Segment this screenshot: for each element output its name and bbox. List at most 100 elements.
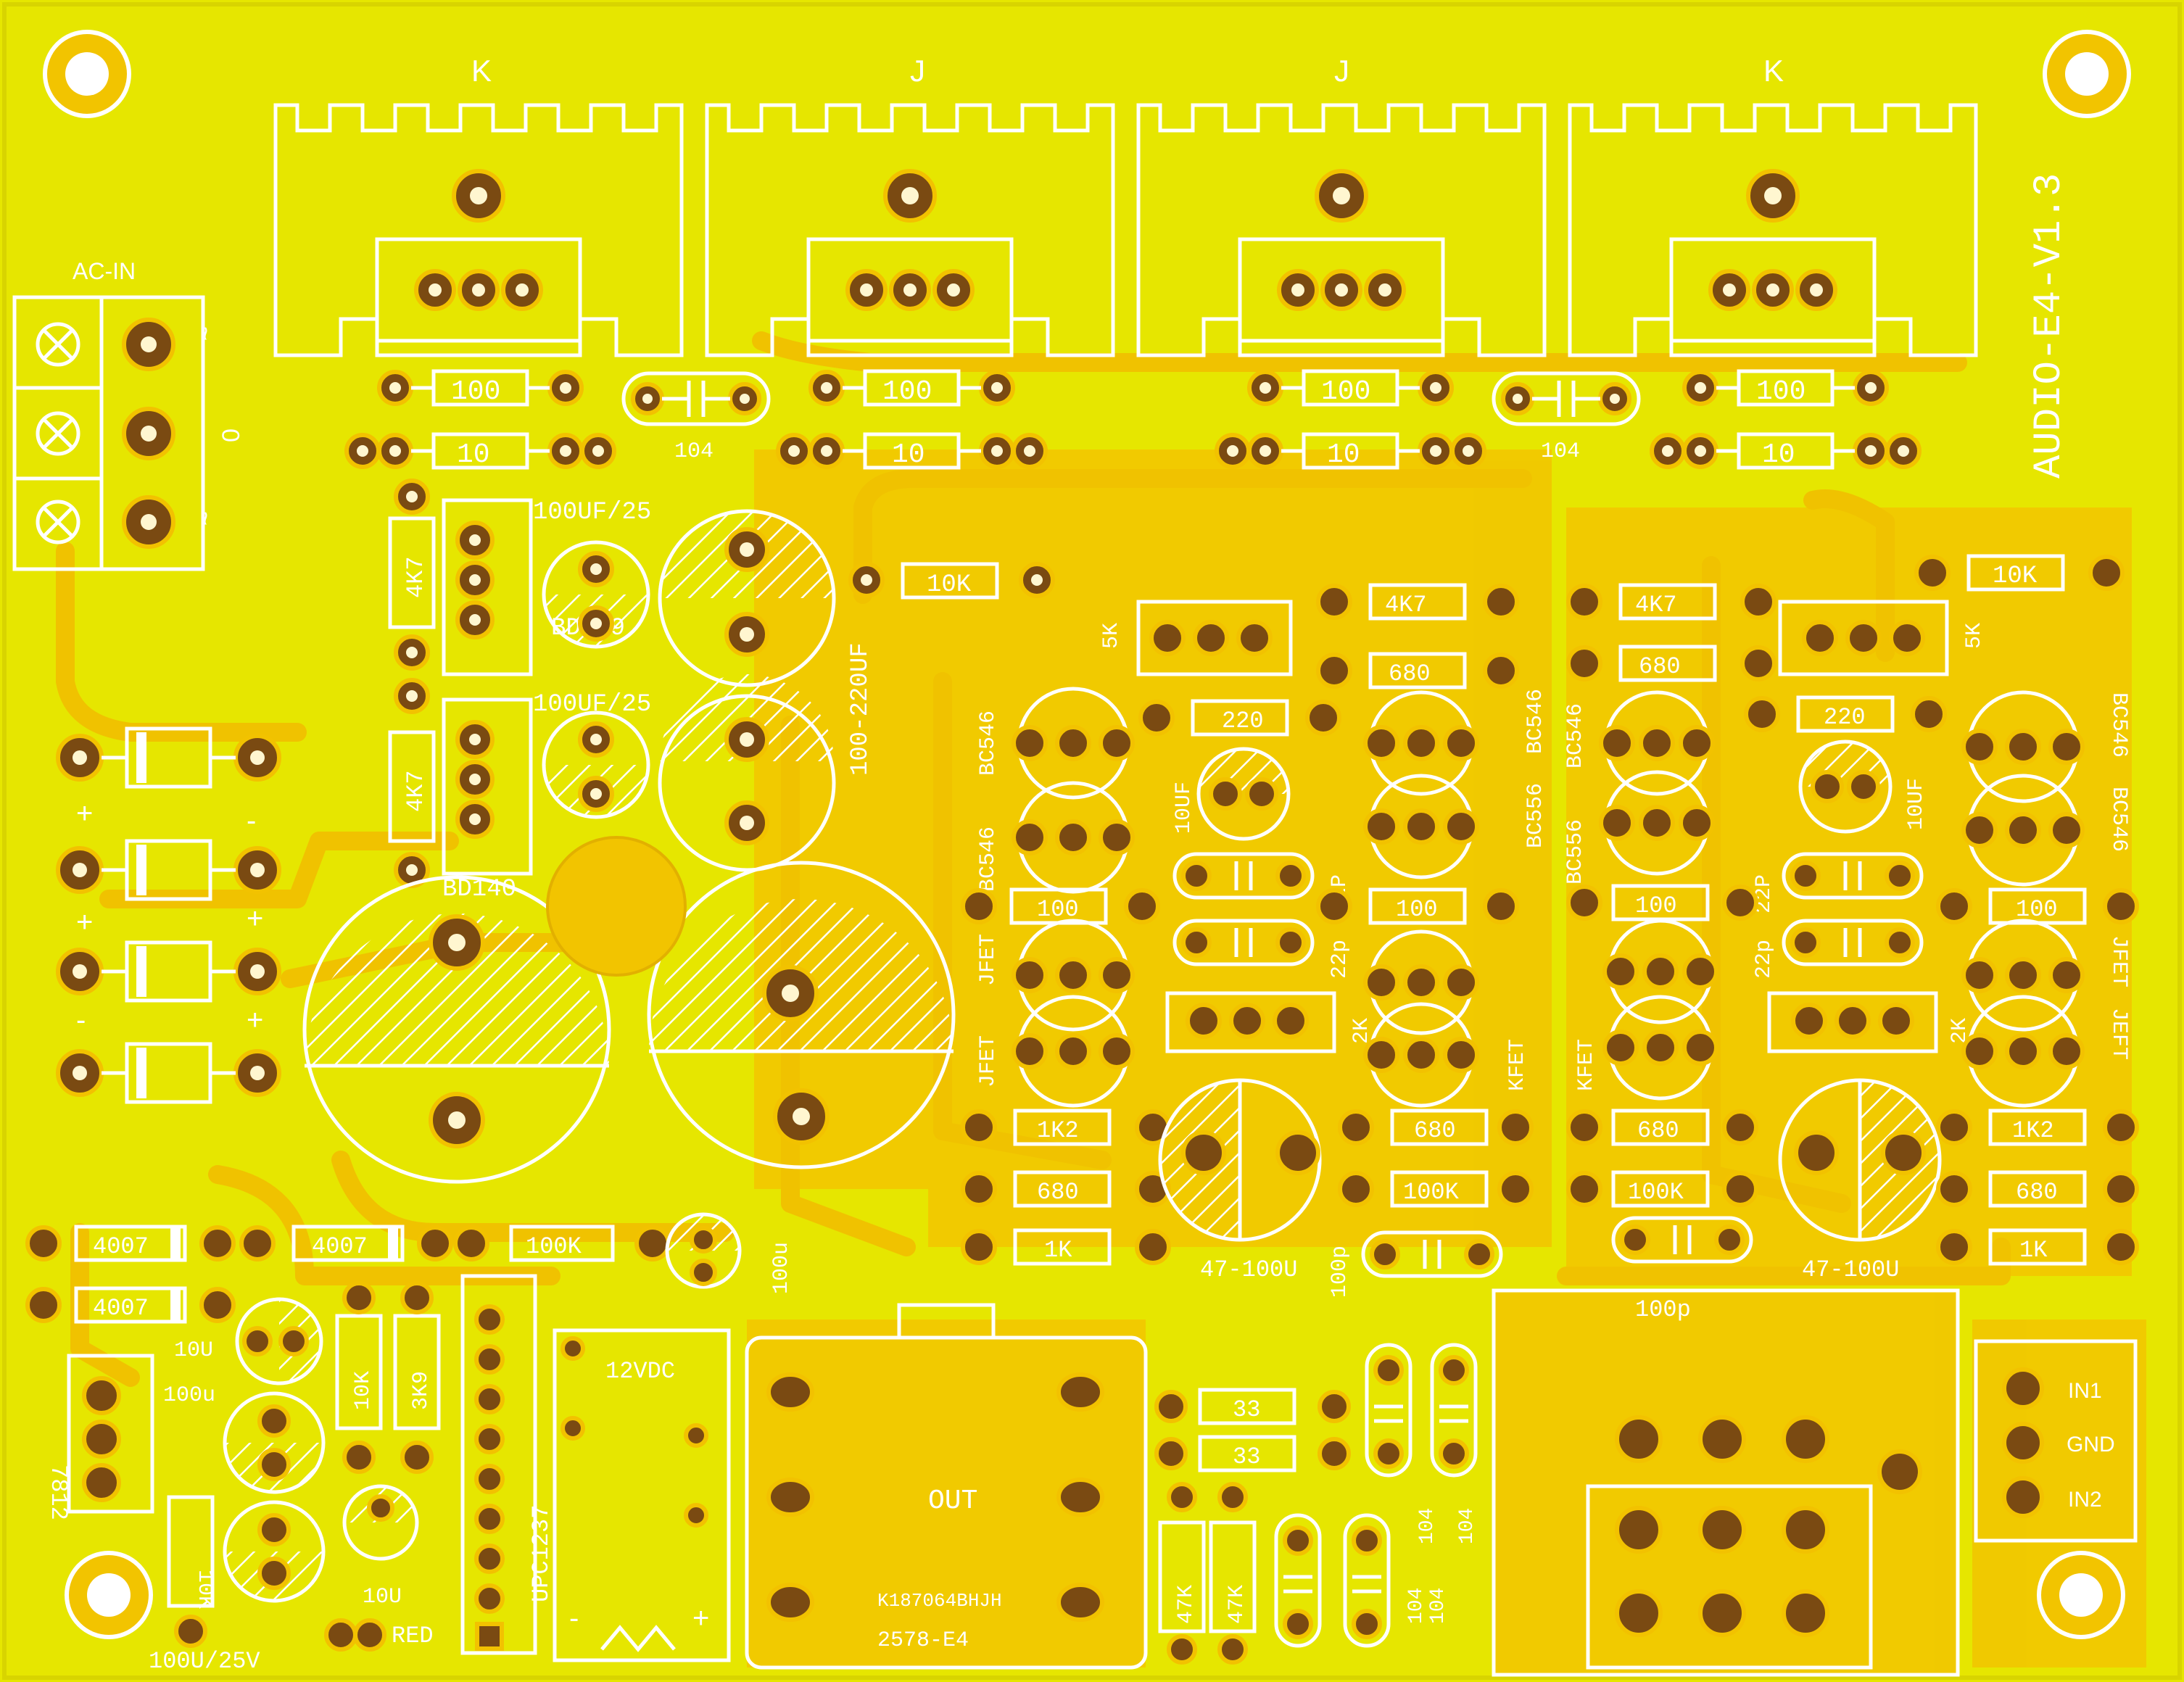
cap-10u-1: 10U: [174, 1338, 213, 1363]
diode-minus-2: -: [76, 1004, 86, 1036]
res-100-right-a: 100: [1635, 892, 1677, 919]
res-4k7-left: 4K7: [1385, 592, 1427, 618]
relay-minus: -: [569, 1602, 579, 1634]
relay-part: 2578-E4: [877, 1628, 969, 1653]
res-100-2: 100: [882, 376, 932, 407]
res-680-right-b: 680: [1637, 1117, 1679, 1144]
top-caps-104: 104 104: [621, 371, 1641, 464]
ac-in-label: AC-IN: [73, 258, 136, 284]
cap-100p-right: 100p: [1635, 1296, 1691, 1323]
cap-47-100u-right: 47-100U: [1802, 1256, 1899, 1283]
board-version: AUDIO-E4-V1.3: [2027, 173, 2072, 478]
heatsink-label-2: J: [910, 54, 925, 88]
protection-section: 4007 4007 4007 100K 100u 7812 10U 100u 1…: [25, 1212, 794, 1675]
res-10k-left: 10K: [927, 571, 972, 599]
ac-in-terminal: AC-IN ~ 0 ~: [12, 258, 245, 571]
heatsink-label-3: J: [1334, 54, 1349, 88]
diode-4007-3: 4007: [312, 1233, 368, 1260]
bc546-right-3: BC546: [2106, 787, 2131, 852]
power-section: 4K7 4K7 BD139 BD140 100UF/25 100UF/25: [302, 478, 956, 1184]
relay-plus: +: [692, 1602, 709, 1634]
kfet-left: KFET: [1505, 1039, 1530, 1091]
jfet-left-2: JFET: [976, 1035, 1001, 1088]
diode-4007-1: 4007: [93, 1233, 149, 1260]
res-4k7-v1: 4K7: [402, 556, 429, 598]
cap-104-low-1: 104: [1405, 1588, 1428, 1624]
diode-plus-1: +: [76, 798, 93, 829]
res-100-3: 100: [1321, 376, 1370, 407]
cap-10u-2: 10U: [363, 1585, 402, 1610]
input-gnd: GND: [2067, 1433, 2115, 1457]
ac-pin-1: ~: [192, 326, 220, 341]
diode-plus-2: +: [76, 906, 93, 938]
res-100k-prot: 100K: [526, 1233, 582, 1260]
res-10-3: 10: [1327, 439, 1360, 471]
res-10-4: 10: [1762, 439, 1795, 471]
rectifier-diodes: + - + + - +: [56, 726, 281, 1102]
relay-out-label: OUT: [928, 1486, 977, 1517]
amp-channel-left: 10K 5K BC546 BC546 220 10UF 22P 22p 100 …: [848, 562, 1548, 1298]
res-47k-1: 47K: [1174, 1585, 1199, 1624]
input-connector: IN1 GND IN2: [1974, 1339, 2138, 1543]
ac-pin-2: 0: [218, 428, 245, 442]
res-680-right-c: 680: [2016, 1179, 2058, 1206]
res-4k7-right: 4K7: [1635, 592, 1677, 618]
diode-4007-2: 4007: [93, 1295, 149, 1322]
res-100-4: 100: [1756, 376, 1805, 407]
jfet-right: JFET: [2106, 935, 2131, 987]
ic-label: UPC1237: [528, 1505, 555, 1602]
regulator-label: 7812: [45, 1464, 72, 1520]
bc546-right-1: BC546: [1563, 703, 1588, 768]
pot-5k-left: 5K: [1099, 623, 1124, 649]
res-3k9: 3K9: [409, 1371, 434, 1410]
bc546-left-3: BC546: [1523, 689, 1548, 754]
cap-104-mid-1: 104: [1416, 1508, 1439, 1544]
ac-pin-3: ~: [192, 511, 220, 526]
res-10-1: 10: [457, 439, 490, 471]
cap-100u-reg: 100u: [163, 1383, 215, 1408]
cap-100u25v: 100U/25V: [149, 1648, 260, 1675]
res-47k-2: 47K: [1225, 1585, 1249, 1624]
res-10k-right: 10K: [1993, 563, 2038, 590]
res-100-left-a: 100: [1037, 896, 1079, 923]
res-680-right-a: 680: [1639, 653, 1681, 680]
jfet-left-1: JFET: [976, 934, 1001, 986]
heatsink-label-4: K: [1763, 54, 1784, 88]
res-1k-left: 1K: [1044, 1237, 1072, 1264]
res-680-left-a: 680: [1037, 1179, 1079, 1206]
led-label: RED: [392, 1623, 434, 1649]
relay-section: 12VDC - + OUT K187064BHJH 2578-E4: [553, 1303, 1148, 1670]
relay-supply-label: 12VDC: [605, 1358, 675, 1385]
res-100k-left: 100K: [1403, 1179, 1460, 1206]
relay-code: K187064BHJH: [877, 1590, 1002, 1612]
diode-minus-1: -: [247, 805, 256, 837]
cap-104-top-right: 104: [1541, 439, 1580, 464]
mounting-holes: [43, 30, 2131, 1639]
diode-plus-4: +: [247, 1004, 263, 1036]
res-1k2-right: 1K2: [2012, 1117, 2054, 1144]
bc546-left-1: BC546: [976, 710, 1001, 776]
cap-22p-right-2: 22p: [1752, 940, 1776, 979]
res-100k-right: 100K: [1628, 1179, 1684, 1206]
output-passives: 33 33 47K 47K 104 104 104 104: [1154, 1343, 1478, 1665]
cap-22p-left-2: 22p: [1328, 940, 1352, 979]
res-10k-prot-1: 10K: [192, 1570, 217, 1609]
res-1k-right: 1K: [2019, 1237, 2048, 1264]
cap-100p-left: 100p: [1328, 1246, 1352, 1298]
input-in2: IN2: [2068, 1488, 2102, 1512]
res-100-1: 100: [451, 376, 500, 407]
kfet-right: KFET: [1574, 1039, 1599, 1091]
speaker-output: 100p: [1492, 1288, 1960, 1677]
cap-100uf25-1: 100UF/25: [533, 499, 651, 526]
cap-47-100u-left: 47-100U: [1200, 1256, 1297, 1283]
bc546-right-2: BC546: [2106, 692, 2131, 758]
res-10-2: 10: [892, 439, 925, 471]
pot-2k-left: 2K: [1349, 1018, 1374, 1044]
cap-10uf-right: 10UF: [1904, 778, 1929, 830]
res-680-left-c: 680: [1414, 1117, 1456, 1144]
res-100-left-b: 100: [1396, 896, 1438, 923]
pot-5k-right: 5K: [1962, 623, 1987, 649]
res-220-left: 220: [1222, 708, 1264, 734]
res-220-right: 220: [1824, 704, 1866, 731]
